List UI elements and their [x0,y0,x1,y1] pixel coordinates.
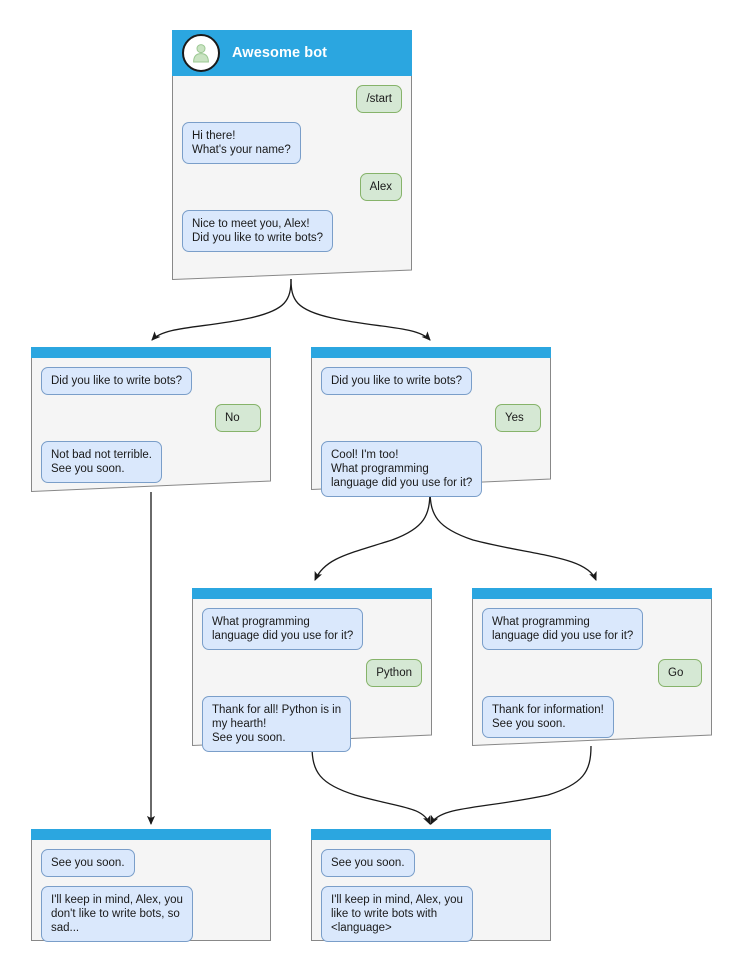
node-root-header: Awesome bot [172,30,412,76]
message-row: What programming language did you use fo… [482,608,702,650]
node-no-branch-messages: Did you like to write bots? No Not bad n… [31,358,271,483]
bot-bubble: What programming language did you use fo… [202,608,364,650]
node-root-messages: /start Hi there! What's your name? Alex … [172,76,412,270]
message-row: Alex [182,173,402,201]
user-bubble: Yes [495,404,541,432]
edge-yes-to-go [429,489,597,581]
node-yes-branch-header [311,347,551,358]
message-row: Thank for all! Python is in my hearth! S… [202,696,422,752]
node-end-sad-header [31,829,271,840]
node-end-happy-header [311,829,551,840]
bot-bubble: I'll keep in mind, Alex, you like to wri… [321,886,473,942]
message-row: I'll keep in mind, Alex, you like to wri… [321,886,541,942]
message-row: See you soon. [41,849,261,877]
message-row: Not bad not terrible. See you soon. [41,441,261,483]
message-row: Go [482,659,702,687]
edge-go-to-end-happy [430,745,592,825]
edge-python-to-end-happy [311,745,431,825]
node-python-branch-messages: What programming language did you use fo… [192,599,432,752]
edge-yes-to-python [314,489,431,581]
message-row: Yes [321,404,541,432]
bot-bubble: Did you like to write bots? [41,367,193,395]
user-bubble: No [215,404,261,432]
edge-root-to-no [151,278,292,341]
bot-bubble: Thank for all! Python is in my hearth! S… [202,696,352,752]
node-root-title: Awesome bot [232,45,328,61]
node-end-happy[interactable]: See you soon. I'll keep in mind, Alex, y… [311,829,551,942]
node-go-branch-header [472,588,712,599]
bot-bubble: Not bad not terrible. See you soon. [41,441,163,483]
bot-bubble: See you soon. [321,849,415,877]
node-python-branch[interactable]: What programming language did you use fo… [192,588,432,752]
user-bubble: /start [356,85,402,113]
bot-bubble: Cool! I'm too! What programming language… [321,441,483,497]
node-go-branch[interactable]: What programming language did you use fo… [472,588,712,746]
message-row: Thank for information! See you soon. [482,696,702,738]
node-go-branch-messages: What programming language did you use fo… [472,599,712,738]
bot-bubble: What programming language did you use fo… [482,608,644,650]
bot-bubble: I'll keep in mind, Alex, you don't like … [41,886,193,942]
node-python-branch-header [192,588,432,599]
message-row: Hi there! What's your name? [182,122,402,164]
node-end-sad-messages: See you soon. I'll keep in mind, Alex, y… [31,840,271,942]
bot-bubble: Nice to meet you, Alex! Did you like to … [182,210,334,252]
bot-bubble: Hi there! What's your name? [182,122,301,164]
node-root[interactable]: Awesome bot /start Hi there! What's your… [172,30,412,280]
bot-bubble: See you soon. [41,849,135,877]
edge-root-to-yes [290,278,431,341]
user-bubble: Alex [359,173,402,201]
message-row: Did you like to write bots? [321,367,541,395]
node-yes-branch-messages: Did you like to write bots? Yes Cool! I'… [311,358,551,497]
message-row: I'll keep in mind, Alex, you don't like … [41,886,261,942]
user-bubble: Python [366,659,422,687]
bot-bubble: Thank for information! See you soon. [482,696,614,738]
message-row: Did you like to write bots? [41,367,261,395]
user-bubble: Go [658,659,702,687]
message-row: See you soon. [321,849,541,877]
message-row: Nice to meet you, Alex! Did you like to … [182,210,402,252]
node-no-branch-header [31,347,271,358]
person-avatar-icon [182,34,220,72]
message-row: What programming language did you use fo… [202,608,422,650]
bot-bubble: Did you like to write bots? [321,367,473,395]
message-row: Cool! I'm too! What programming language… [321,441,541,497]
message-row: Python [202,659,422,687]
node-end-happy-messages: See you soon. I'll keep in mind, Alex, y… [311,840,551,942]
message-row: No [41,404,261,432]
message-row: /start [182,85,402,113]
node-no-branch[interactable]: Did you like to write bots? No Not bad n… [31,347,271,492]
node-end-sad[interactable]: See you soon. I'll keep in mind, Alex, y… [31,829,271,942]
node-yes-branch[interactable]: Did you like to write bots? Yes Cool! I'… [311,347,551,497]
